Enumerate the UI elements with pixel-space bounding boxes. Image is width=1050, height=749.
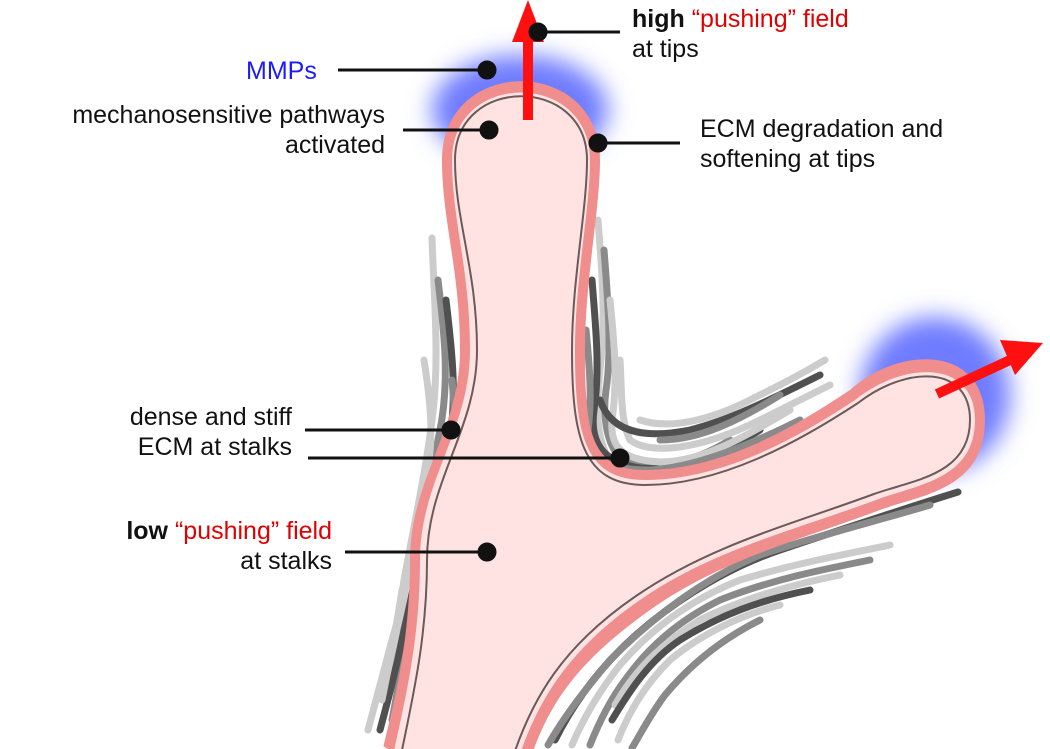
label-high-pushing-field: high “pushing” field at tips — [632, 4, 849, 64]
label-low-bold: low — [126, 517, 169, 545]
label-mechano-line1: mechanosensitive pathways — [72, 101, 385, 129]
ecm-fiber — [611, 571, 844, 709]
label-high-bold: high — [632, 5, 685, 33]
ecm-fiber — [608, 586, 814, 724]
label-ecm-degradation-line2: softening at tips — [700, 145, 876, 173]
leader-dot-high — [528, 22, 548, 42]
leader-dot-mmps — [477, 60, 497, 80]
label-mechanosensitive: mechanosensitive pathways activated — [10, 100, 385, 160]
vessel-lumen — [392, 92, 975, 749]
leader-dot-ecm-stalks — [610, 448, 630, 468]
ecm-fiber — [378, 586, 406, 704]
arrow-right-shaft — [934, 355, 1013, 399]
ecm-fiber — [586, 556, 874, 749]
ecm-fiber — [656, 391, 784, 444]
label-low-red: “pushing” field — [174, 517, 332, 545]
label-high-red: “pushing” field — [691, 5, 849, 33]
label-ecm-degradation-line1: ECM degradation and — [700, 115, 944, 143]
leader-dot-low — [477, 542, 497, 562]
ecm-fiber — [544, 501, 934, 749]
arrow-right-head — [1000, 340, 1043, 375]
ecm-fiber — [614, 601, 784, 744]
label-dense-stiff-ecm: dense and stiff ECM at stalks — [40, 402, 292, 462]
label-mmps: MMPs — [246, 57, 317, 85]
vessel — [380, 81, 985, 749]
leader-dot-ecm-degradation — [588, 133, 608, 153]
label-high-line2: at tips — [632, 35, 699, 63]
label-dense-line1: dense and stiff — [129, 403, 292, 431]
label-ecm-degradation: ECM degradation and softening at tips — [700, 114, 943, 174]
label-mechano-line2: activated — [284, 131, 385, 159]
leader-dot-dense — [441, 420, 461, 440]
label-low-line2: at stalks — [240, 547, 332, 575]
ecm-fiber — [616, 356, 834, 452]
ecm-fiber — [568, 541, 894, 749]
label-low-pushing-field: low “pushing” field at stalks — [20, 516, 332, 576]
ecm-fiber — [628, 616, 764, 749]
leader-lines — [305, 22, 680, 562]
ecm-fiber — [636, 356, 829, 428]
leader-dot-mechano — [479, 120, 499, 140]
vessel-membrane — [399, 95, 972, 749]
label-dense-line2: ECM at stalks — [137, 433, 292, 461]
